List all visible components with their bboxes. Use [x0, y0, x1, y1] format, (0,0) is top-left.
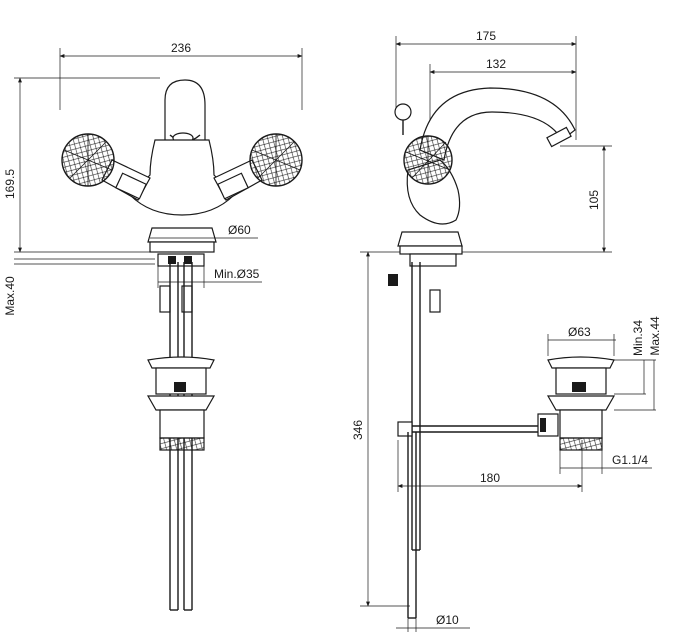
label-front-max: Max.40	[3, 276, 17, 316]
side-view: 175 132 105	[351, 29, 662, 632]
dim-waste-height: Min.34 Max.44	[614, 316, 662, 411]
dim-side-height: 105	[460, 145, 612, 253]
dim-front-width: 236	[59, 41, 303, 110]
crystal-knob-left	[61, 133, 115, 187]
label-waste-max: Max.44	[648, 316, 662, 356]
label-waste-dia: Ø63	[568, 325, 591, 339]
label-front-base: Ø60	[228, 223, 251, 237]
label-front-width: 236	[171, 41, 191, 55]
dim-front-hole: Min.Ø35	[157, 266, 262, 288]
label-front-height: 169.5	[3, 169, 17, 199]
dim-rod-dia: Ø10	[396, 612, 470, 632]
label-waste-thread: G1.1/4	[612, 453, 648, 467]
label-side-spout: 132	[486, 57, 506, 71]
label-side-total: 175	[476, 29, 496, 43]
label-rod-dia: Ø10	[436, 613, 459, 627]
front-view: 236 169.5 Max.40	[3, 41, 303, 611]
dim-front-height: 169.5	[3, 77, 160, 253]
label-side-length: 346	[351, 420, 365, 440]
waste-assembly-side	[537, 356, 616, 451]
dim-side-total: 175	[395, 29, 577, 140]
crystal-knob-right	[249, 133, 303, 187]
label-side-height: 105	[587, 190, 601, 210]
dim-waste-thread: G1.1/4	[559, 450, 652, 474]
dim-front-base: Ø60	[150, 223, 258, 239]
crystal-knob-side	[403, 135, 453, 185]
dim-waste-dia: Ø63	[547, 325, 616, 356]
dim-front-max: Max.40	[3, 258, 155, 316]
label-waste-min: Min.34	[631, 320, 645, 356]
dim-side-rod: 180	[397, 440, 583, 492]
dim-side-length: 346	[351, 251, 410, 607]
label-front-hole: Min.Ø35	[214, 267, 260, 281]
label-side-rod: 180	[480, 471, 500, 485]
